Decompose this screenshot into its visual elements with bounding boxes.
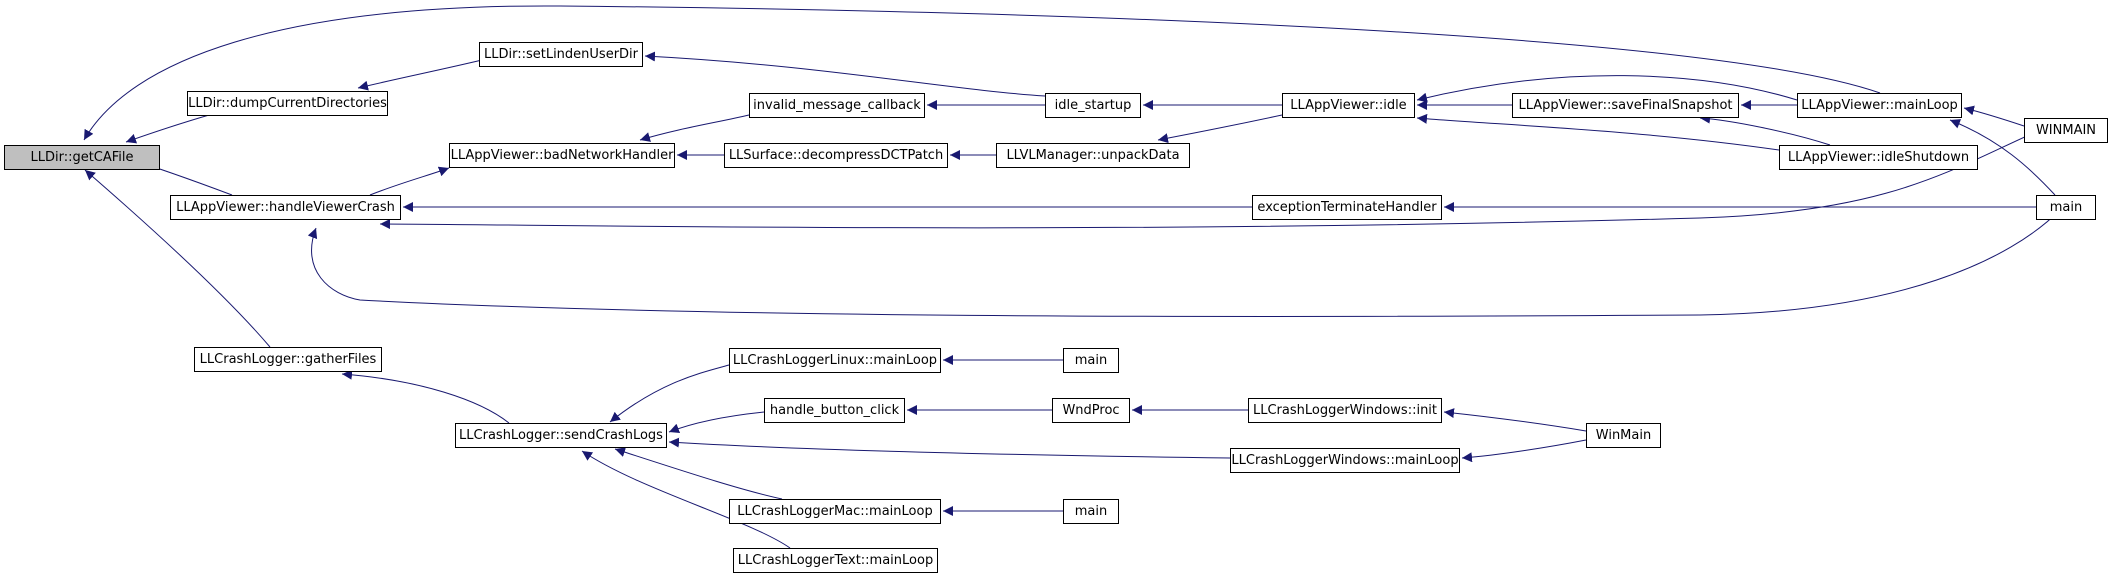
- edge-idleShutdown-to-idle: [1416, 113, 1780, 151]
- node-idle-startup[interactable]: idle_startup: [1045, 93, 1141, 118]
- node-llcrashlogger-sendcrashlogs[interactable]: LLCrashLogger::sendCrashLogs: [455, 423, 667, 448]
- node-wndproc[interactable]: WndProc: [1052, 398, 1130, 423]
- node-llcrashloggerwindows-mainloop[interactable]: LLCrashLoggerWindows::mainLoop: [1230, 448, 1460, 473]
- node-invalid-message-callback[interactable]: invalid_message_callback: [749, 93, 925, 118]
- node-lldir-dumpcurrentdirectories[interactable]: LLDir::dumpCurrentDirectories: [187, 91, 388, 116]
- node-exceptionterminatehandler[interactable]: exceptionTerminateHandler: [1252, 195, 1442, 220]
- node-lldir-getcafile: LLDir::getCAFile: [4, 145, 160, 170]
- node-llappviewer-badnetworkhandler[interactable]: LLAppViewer::badNetworkHandler: [449, 143, 675, 168]
- node-llcrashloggerwindows-init[interactable]: LLCrashLoggerWindows::init: [1248, 398, 1442, 423]
- node-main-mac[interactable]: main: [1063, 499, 1119, 524]
- node-winmain-viewer[interactable]: WINMAIN: [2024, 118, 2108, 143]
- edge-WINMAIN-to-handleViewerCrash: [379, 129, 2041, 230]
- edge-main1-to-handleViewerCrash: [307, 209, 2061, 317]
- node-llcrashloggertext-mainloop[interactable]: LLCrashLoggerText::mainLoop: [733, 548, 938, 573]
- edge-linuxMainLoop-to-sendCrashLogs: [609, 364, 730, 423]
- edge-idle_startup-to-setLindenUserDir: [644, 51, 1046, 97]
- node-llcrashloggermac-mainloop[interactable]: LLCrashLoggerMac::mainLoop: [729, 499, 941, 524]
- edge-idleShutdown-to-saveFinalSnapshot: [1699, 113, 1831, 146]
- edge-invalid_message_callback-to-badNetworkHandler: [639, 114, 750, 142]
- node-llappviewer-handleviewercrash[interactable]: LLAppViewer::handleViewerCrash: [170, 195, 401, 220]
- edge-textMainLoop-to-sendCrashLogs: [581, 450, 791, 549]
- node-main-viewer[interactable]: main: [2036, 195, 2096, 220]
- node-llappviewer-mainloop[interactable]: LLAppViewer::mainLoop: [1797, 93, 1962, 118]
- edge-sendCrashLogs-to-gatherFiles: [341, 369, 510, 424]
- edge-mainLoop-to-getCAFile: [83, 5, 1881, 141]
- node-handle-button-click[interactable]: handle_button_click: [764, 398, 905, 423]
- edge-windowsMainLoop-to-sendCrashLogs: [668, 437, 1231, 459]
- node-llsurface-decompressdctpatch[interactable]: LLSurface::decompressDCTPatch: [724, 143, 948, 168]
- node-llcrashloggerlinux-mainloop[interactable]: LLCrashLoggerLinux::mainLoop: [729, 348, 941, 373]
- edge-idle-to-unpackData: [1157, 114, 1283, 144]
- edge-WinMain-to-windowsMainLoop: [1461, 439, 1587, 463]
- edge-gatherFiles-to-getCAFile: [84, 169, 271, 348]
- node-llvlmanager-unpackdata[interactable]: LLVLManager::unpackData: [996, 143, 1190, 168]
- edge-macMainLoop-to-sendCrashLogs: [614, 447, 783, 500]
- node-llappviewer-idle[interactable]: LLAppViewer::idle: [1282, 93, 1415, 118]
- edge-badNetworkHandler-to-handleViewerCrash: [369, 166, 450, 196]
- node-llcrashlogger-gatherfiles[interactable]: LLCrashLogger::gatherFiles: [194, 347, 382, 372]
- edge-WinMain-to-windowsInit: [1443, 408, 1587, 432]
- node-main-linux[interactable]: main: [1063, 348, 1119, 373]
- edge-main1-to-mainLoop: [1949, 119, 2056, 196]
- edge-mainLoop-to-idle: [1416, 75, 1798, 103]
- node-lldir-setlindenuserdir[interactable]: LLDir::setLindenUserDir: [479, 42, 643, 67]
- edge-handle_button_click-to-sendCrashLogs: [668, 411, 765, 434]
- node-llappviewer-idleshutdown[interactable]: LLAppViewer::idleShutdown: [1779, 145, 1978, 170]
- node-llappviewer-savefinalsnapshot[interactable]: LLAppViewer::saveFinalSnapshot: [1512, 93, 1739, 118]
- edge-setLindenUserDir-to-dumpCurrentDirectories: [357, 59, 483, 91]
- node-winmain-crashlogger[interactable]: WinMain: [1586, 423, 1661, 448]
- edge-WINMAIN-to-mainLoop: [1963, 105, 2025, 127]
